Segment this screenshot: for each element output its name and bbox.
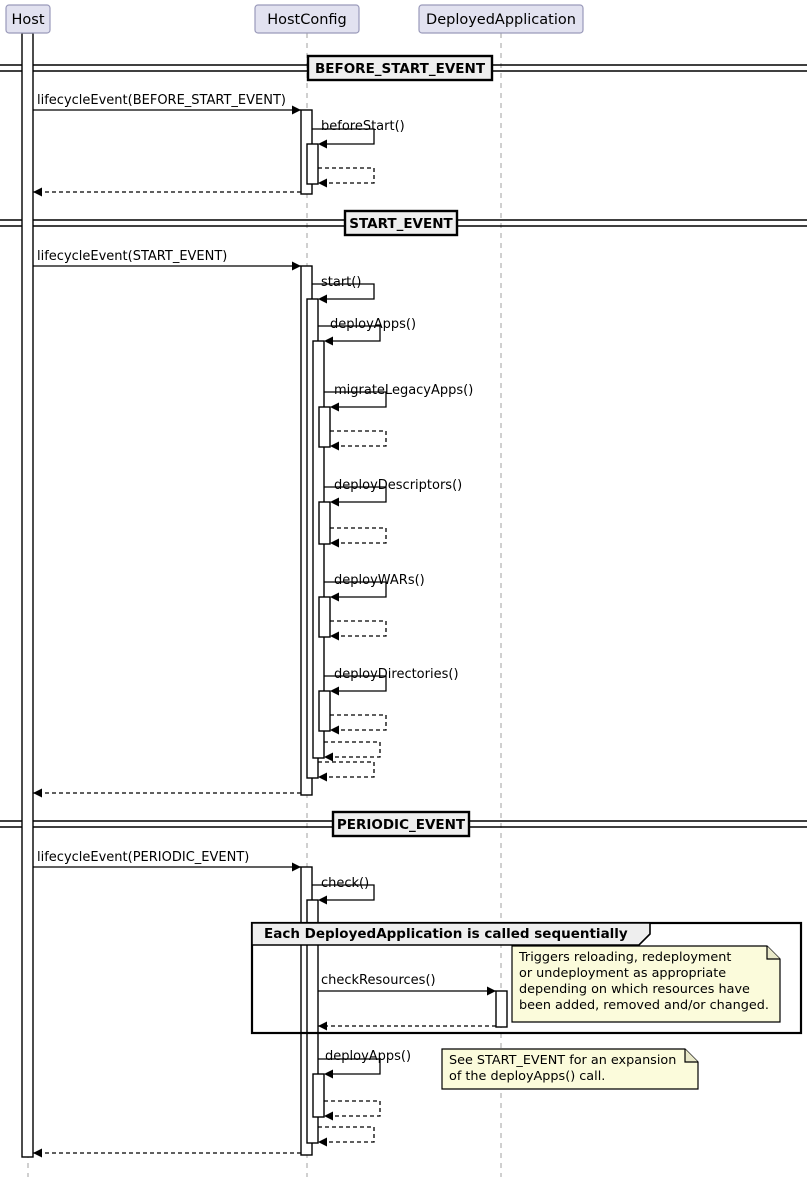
- message-24-arrowhead: [318, 1137, 327, 1147]
- frame-tab-0: [251, 922, 651, 946]
- message-7-path: [324, 391, 387, 408]
- message-19-label: check(): [321, 876, 369, 891]
- activation-bar-host-0: [21, 32, 34, 1158]
- divider-label-1: START_EVENT: [349, 216, 453, 232]
- message-4-label: lifecycleEvent(START_EVENT): [37, 249, 227, 264]
- message-17-arrowhead: [33, 788, 42, 798]
- participant-box-host[interactable]: [5, 4, 51, 34]
- note-check-resources-line-0: Triggers reloading, redeployment: [518, 950, 731, 965]
- message-14-path: [330, 714, 387, 731]
- divider-box-1: [343, 209, 459, 237]
- note-check-resources-line-1: or undeployment as appropriate: [519, 966, 726, 981]
- activation-bar-hostconfig-9: [318, 690, 331, 732]
- message-2-arrowhead: [318, 178, 327, 188]
- message-5-arrowhead: [318, 294, 327, 304]
- participant-label-host: Host: [11, 12, 44, 28]
- activation-bar-hostconfig-12: [312, 1073, 325, 1118]
- divider-label-0: BEFORE_START_EVENT: [315, 61, 486, 77]
- message-10-path: [330, 527, 387, 544]
- message-7-arrowhead: [330, 402, 339, 412]
- note-deploy-apps-fold-icon: [684, 1049, 698, 1063]
- message-9-arrowhead: [330, 497, 339, 507]
- activation-bar-hostconfig-6: [318, 406, 331, 448]
- message-13-arrowhead: [330, 686, 339, 696]
- message-0-arrowhead: [292, 105, 301, 115]
- message-6-label: deployApps(): [330, 317, 416, 332]
- message-20-label: checkResources(): [321, 973, 436, 988]
- message-19-arrowhead: [318, 895, 327, 905]
- note-check-resources-body: [511, 945, 781, 1023]
- message-14-arrowhead: [330, 725, 339, 735]
- message-1-arrowhead: [318, 139, 327, 149]
- message-18-label: lifecycleEvent(PERIODIC_EVENT): [37, 850, 249, 865]
- message-11-label: deployWARs(): [334, 573, 425, 588]
- note-check-resources-fold-icon: [766, 946, 780, 960]
- note-check-resources-line-3: been added, removed and/or changed.: [519, 998, 769, 1013]
- message-9-path: [324, 486, 387, 503]
- activation-bar-hostconfig-2: [306, 143, 319, 185]
- note-deploy-apps-body: [441, 1048, 699, 1090]
- message-1-label: beforeStart(): [321, 119, 405, 134]
- participant-label-hostconfig: HostConfig: [267, 12, 347, 28]
- message-22-label: deployApps(): [325, 1049, 411, 1064]
- frame-label-0: Each DeployedApplication is called seque…: [264, 926, 628, 942]
- message-13-label: deployDirectories(): [334, 667, 459, 682]
- divider-box-2: [331, 810, 471, 838]
- message-6-path: [318, 325, 381, 342]
- message-12-arrowhead: [330, 631, 339, 641]
- message-19-path: [312, 884, 375, 901]
- activation-bar-hostconfig-8: [318, 596, 331, 638]
- note-deploy-apps-line-0: See START_EVENT for an expansion: [449, 1053, 676, 1068]
- message-1-path: [312, 128, 375, 145]
- message-21-arrowhead: [318, 1021, 327, 1031]
- note-check-resources-line-2: depending on which resources have: [519, 982, 750, 997]
- message-24-path: [318, 1126, 375, 1143]
- activation-bar-deployedapp-13: [495, 990, 508, 1028]
- message-25-arrowhead: [33, 1148, 42, 1158]
- activation-bar-hostconfig-7: [318, 501, 331, 545]
- message-5-path: [312, 283, 375, 300]
- participant-box-hostconfig[interactable]: [254, 4, 360, 34]
- message-23-path: [324, 1100, 381, 1117]
- message-13-path: [324, 675, 387, 692]
- message-8-path: [330, 430, 387, 447]
- message-2-path: [318, 167, 375, 184]
- activation-bar-hostconfig-5: [312, 340, 325, 759]
- participant-label-deployedapp: DeployedApplication: [426, 12, 576, 28]
- message-15-path: [324, 741, 381, 758]
- divider-box-0: [306, 54, 494, 82]
- message-3-arrowhead: [33, 187, 42, 197]
- message-11-arrowhead: [330, 592, 339, 602]
- message-16-path: [318, 761, 375, 778]
- message-9-label: deployDescriptors(): [334, 478, 462, 493]
- message-23-arrowhead: [324, 1111, 333, 1121]
- message-22-arrowhead: [324, 1069, 333, 1079]
- message-12-path: [330, 620, 387, 637]
- message-4-arrowhead: [292, 261, 301, 271]
- participant-box-deployedapp[interactable]: [418, 4, 584, 34]
- message-20-arrowhead: [487, 986, 496, 996]
- divider-label-2: PERIODIC_EVENT: [337, 817, 466, 833]
- message-10-arrowhead: [330, 538, 339, 548]
- message-11-path: [324, 581, 387, 598]
- message-5-label: start(): [321, 275, 361, 290]
- message-8-arrowhead: [330, 441, 339, 451]
- message-0-label: lifecycleEvent(BEFORE_START_EVENT): [37, 93, 286, 108]
- message-6-arrowhead: [324, 336, 333, 346]
- activation-bar-hostconfig-11: [306, 899, 319, 1144]
- message-22-path: [318, 1058, 381, 1075]
- message-15-arrowhead: [324, 752, 333, 762]
- note-deploy-apps-line-1: of the deployApps() call.: [449, 1069, 605, 1084]
- message-18-arrowhead: [292, 862, 301, 872]
- message-7-label: migrateLegacyApps(): [334, 383, 473, 398]
- message-16-arrowhead: [318, 772, 327, 782]
